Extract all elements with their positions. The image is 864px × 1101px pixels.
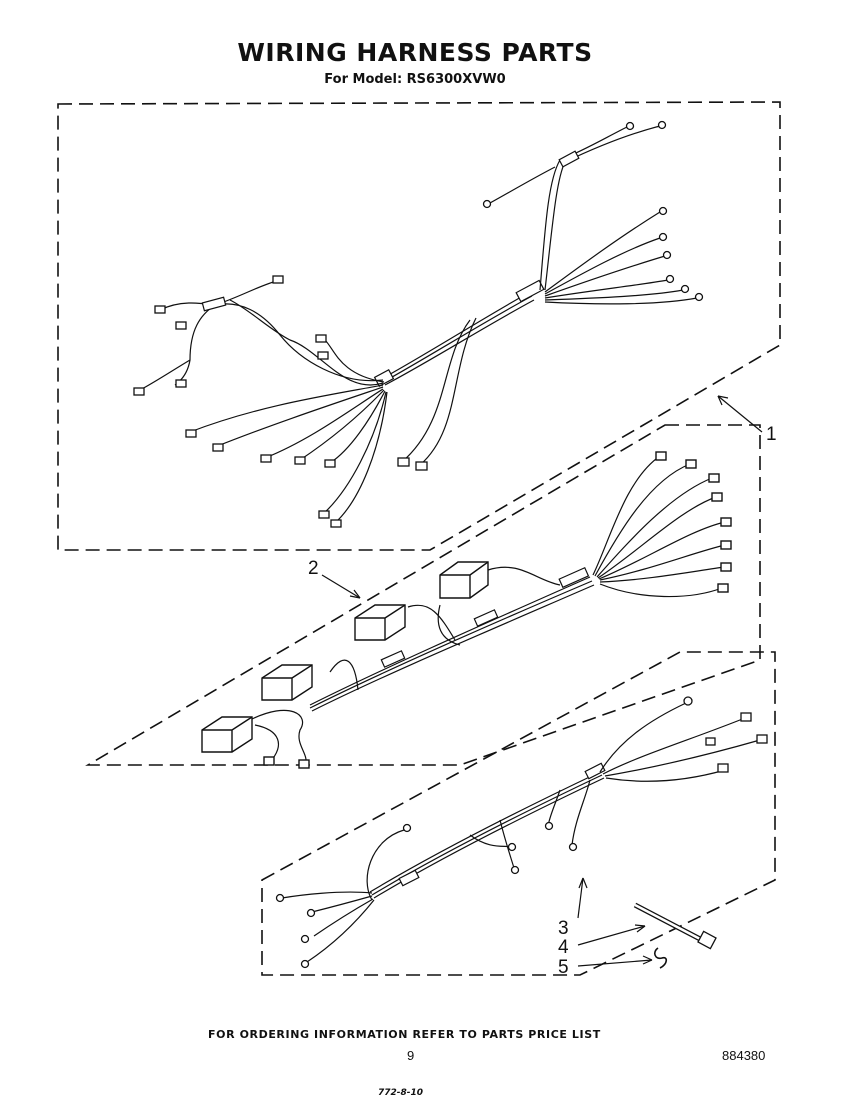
model-subtitle: For Model: RS6300XVW0	[324, 72, 506, 87]
callout-3: 3	[558, 918, 569, 939]
harness-3-terminals	[275, 696, 768, 969]
leader-lines	[321, 395, 763, 967]
panel-1-outline	[57, 101, 781, 551]
cable-tie	[633, 902, 717, 950]
wire-clip	[653, 947, 668, 969]
page-number: 9	[407, 1048, 415, 1063]
panel-2-outline	[85, 424, 761, 766]
page-title: WIRING HARNESS PARTS	[237, 38, 593, 67]
handwritten-mark: 772-8-10	[378, 1088, 424, 1098]
harness-3	[281, 702, 761, 963]
document-number: 884380	[722, 1048, 766, 1063]
ordering-note: FOR ORDERING INFORMATION REFER TO PARTS …	[208, 1028, 601, 1041]
harness-1-terminals	[133, 120, 704, 528]
callout-1: 1	[766, 424, 777, 445]
panel-3-outline	[261, 651, 776, 976]
harness-2-connectors	[201, 451, 732, 769]
callout-4: 4	[558, 937, 569, 958]
callout-2: 2	[308, 558, 319, 579]
harness-1	[139, 125, 698, 524]
callout-5: 5	[558, 957, 569, 978]
harness-2	[249, 455, 726, 766]
